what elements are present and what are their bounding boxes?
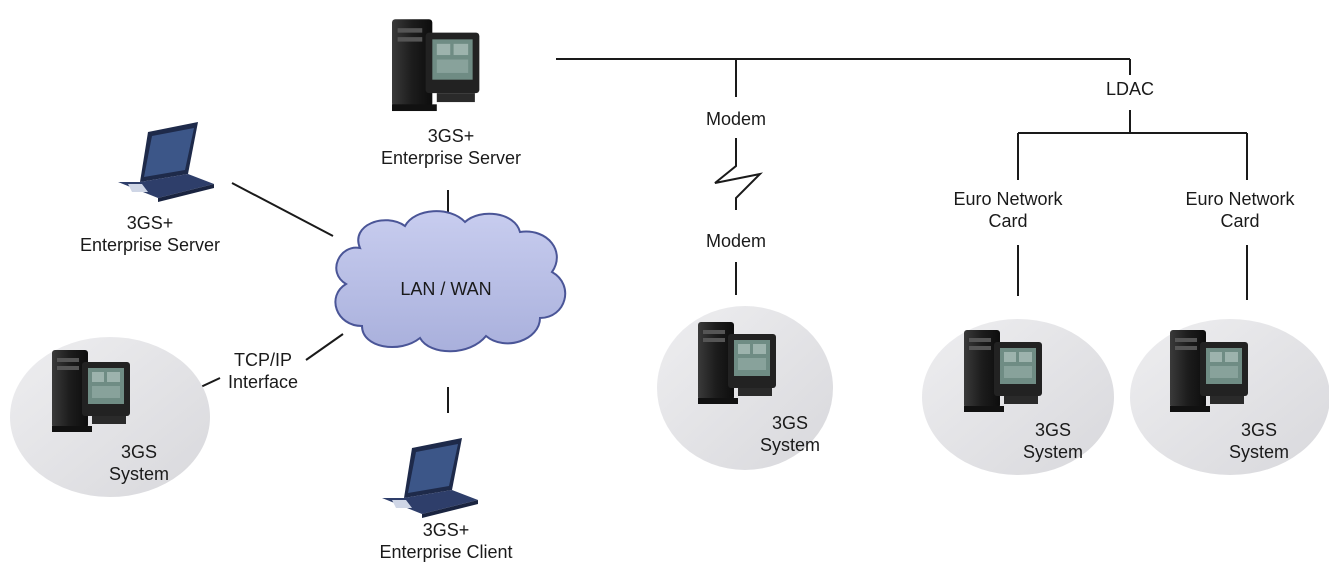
- link-server-left-to-cloud: [231, 182, 334, 237]
- zigzag-link-icon: [714, 158, 764, 210]
- laptop-icon-client: [382, 438, 478, 518]
- connection-lines: [189, 58, 1248, 413]
- link-tcpip-to-cloud: [305, 333, 344, 361]
- modem-bottom-label: Modem: [705, 231, 767, 251]
- modem-top-label: Modem: [705, 109, 767, 129]
- euro-card-1-label: Euro Network Card: [953, 189, 1063, 231]
- laptop-icon-server-left: [118, 122, 214, 202]
- system-modem-label: 3GS System: [759, 413, 821, 455]
- tcpip-label: TCP/IP Interface: [227, 350, 299, 392]
- system-euro2-label: 3GS System: [1228, 420, 1290, 462]
- server-top-label: 3GS+ Enterprise Server: [380, 126, 522, 168]
- cloud-icon: [334, 210, 567, 353]
- server-left-label: 3GS+ Enterprise Server: [79, 213, 221, 255]
- euro-card-2-label: Euro Network Card: [1185, 189, 1295, 231]
- system-euro1-label: 3GS System: [1022, 420, 1084, 462]
- client-bottom-label: 3GS+ Enterprise Client: [379, 520, 513, 562]
- desktop-computer-icon-server-top: [392, 19, 480, 112]
- network-label: LAN / WAN: [400, 279, 492, 299]
- ldac-label: LDAC: [1105, 79, 1155, 99]
- system-left-label: 3GS System: [108, 442, 170, 484]
